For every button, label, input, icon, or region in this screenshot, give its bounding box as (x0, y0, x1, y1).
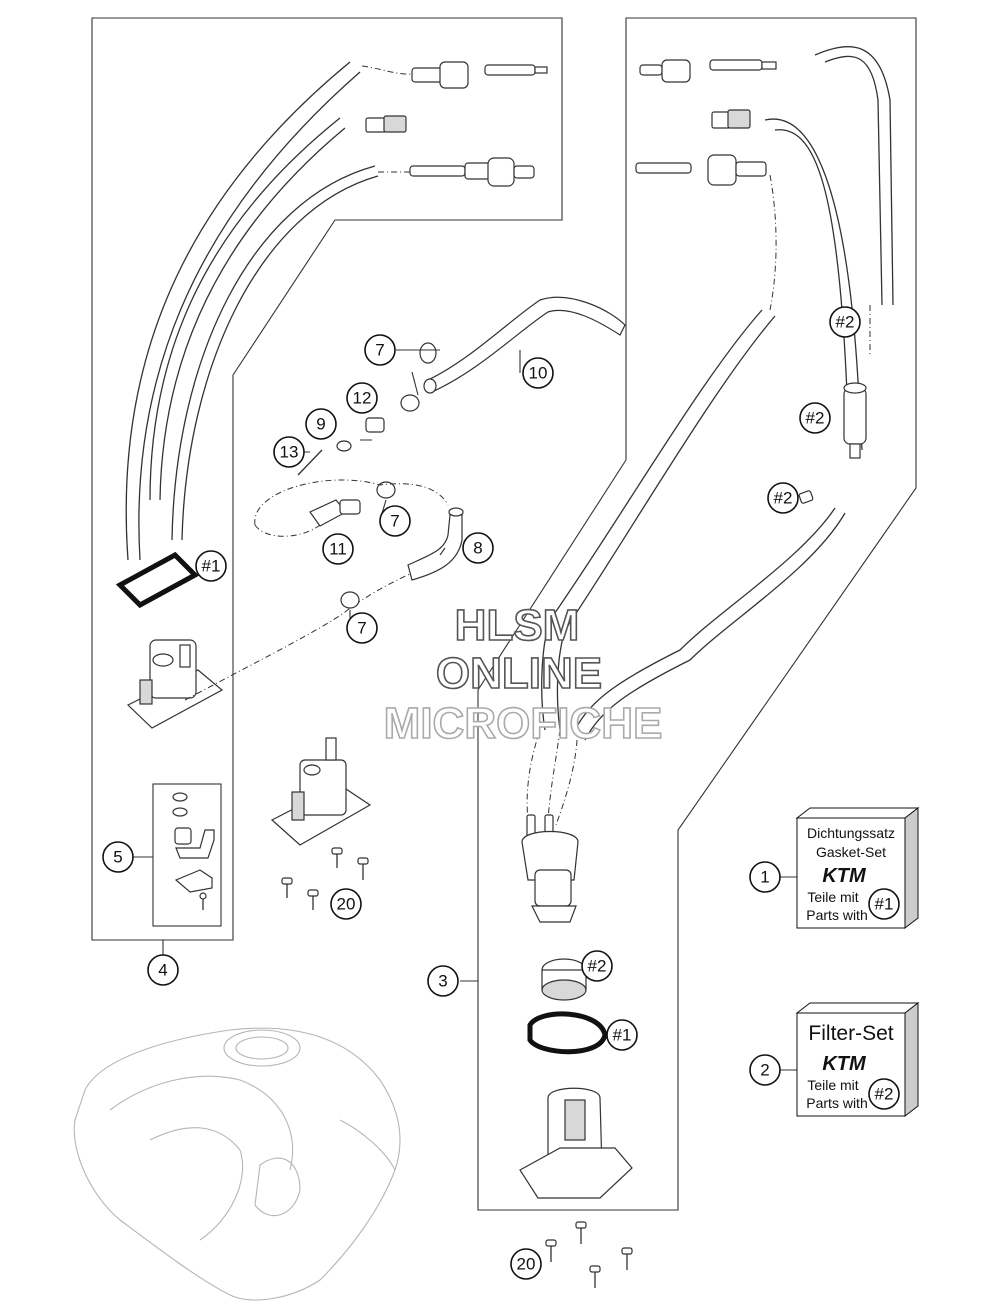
callout-7-mid: 7 (379, 505, 411, 537)
group-3-outline (477, 17, 917, 1211)
svg-text:7: 7 (357, 619, 366, 638)
svg-text:#1: #1 (202, 557, 221, 576)
gasket-kit-line1: Dichtungssatz (807, 825, 895, 841)
svg-text:#2: #2 (588, 957, 607, 976)
svg-text:13: 13 (280, 443, 299, 462)
callout-filter-3: #2 (767, 482, 799, 514)
callout-7-bottom: 7 (346, 612, 378, 644)
callout-9: 9 (305, 408, 337, 440)
group-5-box (152, 783, 222, 927)
callout-filter-2: #2 (799, 402, 831, 434)
quick-connectors-top-left (365, 61, 548, 187)
ktm-logo: KTM (822, 865, 867, 887)
group-4-outline (91, 17, 563, 941)
filter-kit-title: Filter-Set (808, 1022, 893, 1045)
callout-20-right: 20 (510, 1248, 542, 1280)
callout-13: 13 (273, 436, 305, 468)
gasket-kit-teile: Teile mit (807, 889, 858, 905)
filter-kit-parts: Parts with (806, 1095, 867, 1111)
svg-text:#2: #2 (806, 409, 825, 428)
kit-box-filter-set: Filter-Set KTM Teile mit Parts with #2 (795, 1001, 920, 1118)
gasket-kit-parts: Parts with (806, 907, 867, 923)
filter-kit-teile: Teile mit (807, 1077, 858, 1093)
callout-11: 11 (322, 533, 354, 565)
callout-10: 10 (522, 357, 554, 389)
screws-20-left (281, 847, 369, 910)
gasket-left (115, 551, 200, 609)
hose-bundle-left (125, 61, 413, 561)
filter-kit-ref: #2 (875, 1085, 894, 1104)
fuel-tank (73, 1027, 401, 1301)
watermark-line3: MICROFICHE (384, 699, 663, 748)
callout-4: 4 (147, 954, 179, 986)
clamps-and-fittings (254, 342, 449, 609)
svg-text:10: 10 (529, 364, 548, 383)
svg-text:7: 7 (390, 512, 399, 531)
callout-2: 2 (749, 1054, 781, 1086)
svg-text:5: 5 (113, 848, 122, 867)
svg-text:8: 8 (473, 539, 482, 558)
callout-filter-4: #2 (581, 950, 613, 982)
gasket-right (527, 1011, 608, 1055)
watermark-line1: HLSM (455, 601, 580, 650)
svg-text:20: 20 (517, 1255, 536, 1274)
group-5-parts (172, 792, 215, 910)
callout-3: 3 (427, 965, 459, 997)
svg-text:20: 20 (337, 895, 356, 914)
callout-gasket-right: #1 (606, 1019, 638, 1051)
quick-connectors-top-right (635, 59, 777, 186)
watermark: HLSM ONLINE MICROFICHE (383, 600, 663, 749)
callout-gasket-left: #1 (195, 550, 227, 582)
screws-20-right (545, 1221, 633, 1288)
svg-text:#2: #2 (774, 489, 793, 508)
fuel-pump-unit-left (126, 639, 224, 729)
svg-text:1: 1 (760, 868, 769, 887)
ktm-logo: KTM (822, 1053, 867, 1075)
svg-text:4: 4 (158, 961, 167, 980)
callout-8: 8 (462, 532, 494, 564)
svg-text:7: 7 (375, 341, 384, 360)
svg-text:#2: #2 (836, 313, 855, 332)
fuel-pump-right (521, 814, 587, 1001)
callout-7-top: 7 (364, 334, 396, 366)
kit-box-gasket-set: Dichtungssatz Gasket-Set KTM Teile mit P… (795, 806, 920, 930)
svg-text:11: 11 (329, 540, 347, 559)
svg-text:#1: #1 (613, 1026, 632, 1045)
callout-20-left: 20 (330, 888, 362, 920)
fuel-pump-unit-mid (270, 737, 372, 846)
pump-housing (519, 1087, 633, 1199)
gasket-kit-line2: Gasket-Set (816, 844, 886, 860)
svg-text:3: 3 (438, 972, 447, 991)
hose-10 (423, 296, 626, 394)
callout-filter-1: #2 (829, 306, 861, 338)
callout-1: 1 (749, 861, 781, 893)
watermark-line2: ONLINE (436, 649, 602, 698)
hose-8 (407, 507, 464, 581)
callout-12: 12 (346, 382, 378, 414)
gasket-kit-ref: #1 (875, 895, 894, 914)
svg-text:9: 9 (316, 415, 325, 434)
callout-5: 5 (102, 841, 134, 873)
svg-text:12: 12 (353, 389, 372, 408)
svg-text:2: 2 (760, 1061, 769, 1080)
